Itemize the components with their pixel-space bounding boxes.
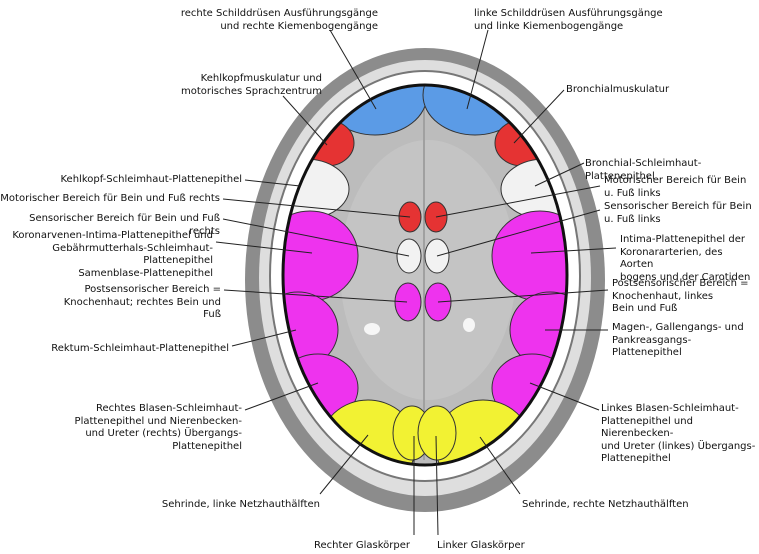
leader-lines [215, 29, 617, 536]
label-rectum: Rektum-Schleimhaut-Plattenepithel [51, 343, 229, 354]
leader-line [435, 185, 601, 218]
brain-border [281, 83, 569, 467]
label-vitreous-right: Rechter Glaskörper [314, 540, 410, 551]
label-larynx-muscle: Kehlkopfmuskulatur und motorisches Sprac… [181, 73, 322, 97]
ventricle-right [463, 318, 475, 332]
leader-line [215, 241, 313, 254]
leader-line [436, 209, 601, 257]
label-postsensory-right: Postsensorischer Bereich = Knochenhaut; … [63, 284, 221, 320]
label-postsensory-left: Postsensorischer Bereich = Knochenhaut, … [612, 278, 749, 314]
label-bladder-right: Rechtes Blasen-Schleimhaut- Plattenepith… [74, 403, 242, 452]
yellow-area-vitreous-left [417, 405, 457, 461]
magenta-area-postsensory-right [394, 282, 422, 322]
leader-line [282, 95, 328, 146]
label-vitreous-left: Linker Glaskörper [437, 540, 525, 551]
leader-line [231, 329, 297, 347]
label-stomach: Magen-, Gallengangs- und Pankreasgangs-P… [612, 322, 744, 358]
leader-line [435, 435, 439, 536]
leader-line [513, 89, 565, 144]
leader-line [329, 29, 377, 110]
leader-line [319, 434, 369, 495]
label-bladder-left: Linkes Blasen-Schleimhaut- Plattenepithe… [601, 403, 756, 464]
ventricle-left [364, 323, 380, 335]
label-right-thyroid: rechte Schilddrüsen Ausführungsgänge und… [180, 8, 378, 32]
leader-line [437, 289, 609, 303]
leader-line [244, 179, 301, 187]
leader-line [244, 382, 319, 411]
brain-core [340, 140, 516, 400]
label-motor-right: Motorischer Bereich für Bein und Fuß rec… [0, 193, 220, 204]
leader-line [222, 218, 410, 257]
label-bronchial-muscle: Bronchialmuskulatur [566, 84, 670, 95]
leader-line [534, 162, 585, 187]
leader-line [530, 247, 617, 254]
leader-line [223, 289, 408, 303]
label-larynx-mucosa: Kehlkopf-Schleimhaut-Plattenepithel [60, 174, 242, 185]
label-left-thyroid: linke Schilddrüsen Ausführungsgänge und … [474, 8, 663, 32]
label-motor-left: Motorischer Bereich für Bein u. Fuß link… [604, 175, 747, 199]
label-sensory-right: Sensorischer Bereich für Bein und Fuß re… [29, 213, 220, 237]
leader-line [529, 382, 600, 411]
leader-line [466, 29, 489, 110]
label-coronary-veins: Koronarvenen-Intima-Plattenepithel und G… [12, 230, 213, 279]
label-sensory-left: Sensorischer Bereich für Bein u. Fuß lin… [604, 201, 752, 225]
leader-line [222, 198, 411, 218]
label-bronchial-mucosa: Bronchial-Schleimhaut-Plattenepithel [585, 158, 702, 182]
label-visual-right: Sehrinde, rechte Netzhauthälften [522, 499, 689, 510]
label-intima-arteries: Intima-Plattenepithel der Koronararterie… [620, 234, 751, 283]
label-visual-left: Sehrinde, linke Netzhauthälften [161, 499, 320, 510]
leader-line [479, 436, 521, 495]
